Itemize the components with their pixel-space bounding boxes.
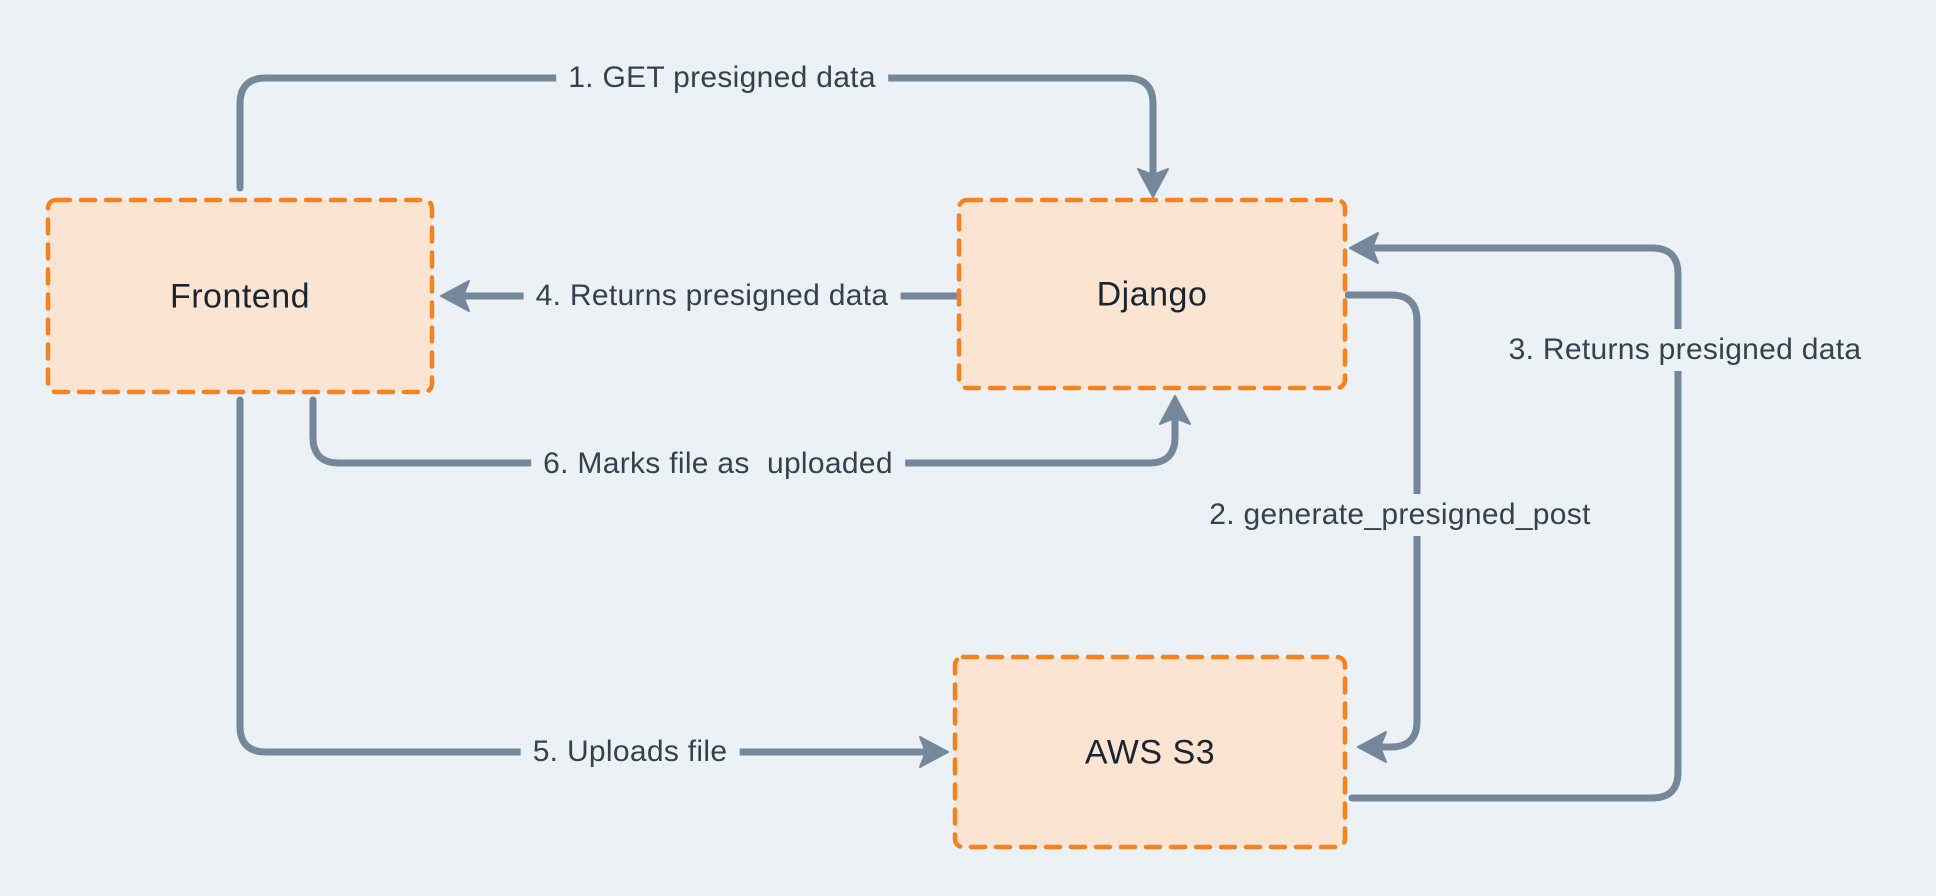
node-django-label: Django (1096, 275, 1208, 314)
edge-label-4-returns-presigned-data: 4. Returns presigned data (523, 275, 901, 317)
node-frontend-box[interactable] (45, 197, 435, 395)
node-aws-s3-box[interactable] (952, 654, 1348, 850)
edge-label-5-uploads-file: 5. Uploads file (520, 731, 740, 773)
edge-label-1-get-presigned-data: 1. GET presigned data (556, 57, 888, 99)
edge-label-6-marks-file-uploaded: 6. Marks file as uploaded (531, 443, 905, 485)
edge-returns-presigned-data-to-django (1348, 244, 1682, 802)
arrowhead-up-into-django (1159, 395, 1191, 425)
arrowhead-left-into-django (1349, 232, 1379, 264)
edge-label-2-generate-presigned-post: 2. generate_presigned_post (1197, 494, 1603, 536)
arrowhead-right-into-aws-s3 (919, 736, 949, 768)
edge-uploads-file (236, 396, 929, 756)
node-aws-s3-label: AWS S3 (1084, 733, 1216, 772)
node-frontend-label: Frontend (169, 277, 311, 316)
edge-label-3-returns-presigned-data: 3. Returns presigned data (1496, 329, 1874, 371)
arrowhead-left-into-frontend (440, 280, 470, 312)
arrowhead-down-into-django (1137, 168, 1169, 198)
arrowhead-left-into-aws-s3 (1357, 731, 1387, 763)
node-django-box[interactable] (956, 197, 1348, 391)
